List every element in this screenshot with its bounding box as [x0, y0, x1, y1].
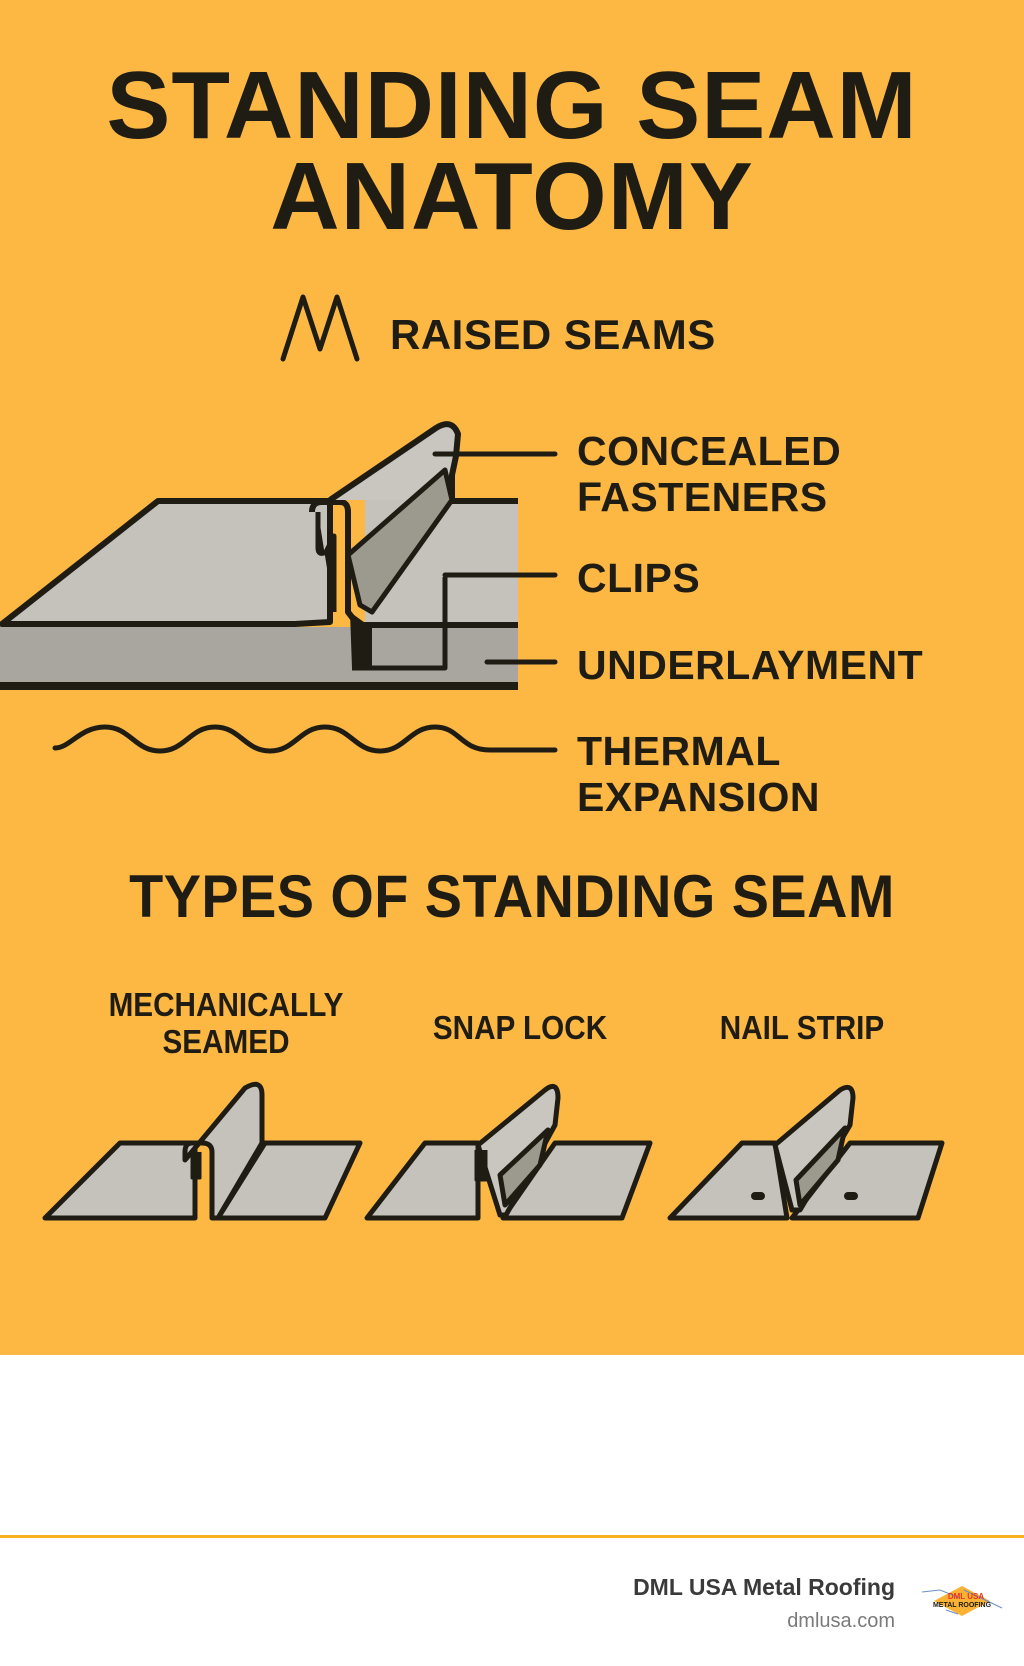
infographic-poster: STANDING SEAM ANATOMY [0, 0, 1024, 1355]
types-heading: TYPES OF STANDING SEAM [129, 863, 895, 930]
callout-underlayment: UNDERLAYMENT [577, 642, 924, 688]
callout-thermal-expansion-line2: EXPANSION [577, 774, 820, 820]
logo-bottom-text: METAL ROOFING [933, 1602, 992, 1609]
mechanically-seamed-diagram [42, 1081, 363, 1221]
footer-divider [0, 1535, 1024, 1538]
raised-seams-label: RAISED SEAMS [390, 311, 716, 358]
type-mechanically-seamed-line1: MECHANICALLY [108, 986, 344, 1023]
type-nail-strip: NAIL STRIP [719, 1009, 885, 1046]
snap-lock-diagram [364, 1083, 653, 1221]
company-logo-icon: DML USA METAL ROOFING [921, 1586, 1003, 1616]
page-title-line1: STANDING SEAM [106, 52, 918, 159]
thermal-expansion-wave-icon [52, 724, 558, 754]
footer-brand-name: DML USA Metal Roofing [633, 1574, 895, 1600]
footer-url[interactable]: dmlusa.com [787, 1610, 895, 1632]
diagram-artwork [0, 294, 945, 1221]
raised-seam-m-icon [280, 294, 360, 362]
callout-clips: CLIPS [577, 555, 701, 601]
standing-seam-cross-section [0, 421, 558, 690]
type-snap-lock: SNAP LOCK [432, 1009, 608, 1046]
callout-concealed-fasteners-line2: FASTENERS [577, 474, 828, 520]
nail-strip-diagram [667, 1084, 945, 1221]
callout-thermal-expansion-line1: THERMAL [577, 728, 781, 774]
logo-top-text: DML USA [948, 1592, 985, 1601]
callout-concealed-fasteners-line1: CONCEALED [577, 428, 842, 474]
page-title-line2: ANATOMY [270, 143, 754, 250]
type-mechanically-seamed-line2: SEAMED [162, 1023, 290, 1060]
